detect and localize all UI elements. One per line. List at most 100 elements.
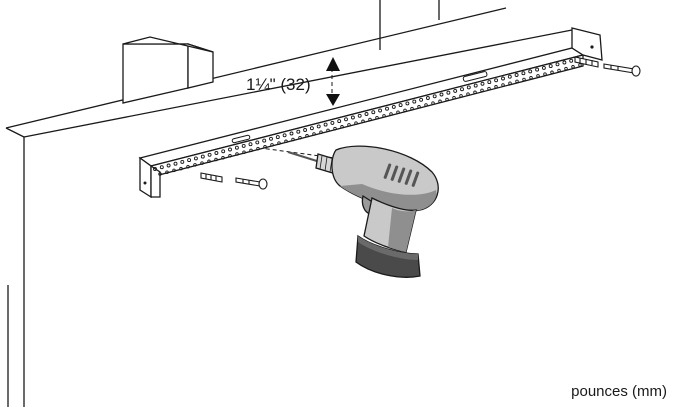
rail-hole [234, 145, 239, 150]
rail-hole [269, 136, 273, 141]
rail-hole [277, 141, 281, 145]
rail-hole [501, 83, 505, 87]
rail-hole [432, 94, 437, 99]
rail-hole [460, 87, 464, 92]
rail-hole [541, 65, 546, 70]
rail-hole [522, 77, 526, 82]
wall-anchor-icon [574, 56, 599, 68]
rail-hole [480, 81, 485, 86]
rail-hole [248, 142, 253, 147]
rail-hole [330, 120, 335, 125]
rail-hole [378, 108, 383, 113]
rail-hole [431, 101, 435, 105]
rail-hole [275, 135, 280, 140]
rail-hole [405, 101, 410, 106]
rail-hole [255, 140, 260, 145]
rail-hole [535, 67, 540, 72]
arrow-up-icon [326, 57, 340, 71]
mounting-rail-icon [138, 27, 603, 199]
screw-icon [603, 63, 641, 77]
rail-hole [221, 149, 226, 154]
rail-hole [446, 90, 451, 95]
rail-hole [262, 138, 267, 143]
rail-hole [562, 60, 567, 65]
rail-hole [256, 146, 260, 151]
rail-hole [452, 95, 456, 100]
rail-hole [480, 88, 484, 93]
dimension-label: 1¼" (32) [246, 75, 311, 94]
rail-hole [207, 152, 212, 157]
units-note: pounces (mm) [571, 383, 667, 400]
wall-anchor-icon [200, 172, 223, 183]
rail-hole [507, 74, 512, 79]
rail-hole [424, 103, 428, 107]
rail-hole [249, 148, 253, 153]
rail-hole [241, 143, 246, 148]
rail-hole [166, 163, 171, 168]
rail-hole [316, 124, 321, 129]
rail-hole [555, 62, 560, 67]
rail-hole [536, 74, 540, 78]
rail-hole [494, 78, 499, 83]
rail-hole [391, 104, 396, 109]
rail-hole [438, 99, 442, 104]
rail-hole [398, 103, 403, 108]
rail-hole [337, 119, 342, 124]
rail-hole [385, 106, 389, 111]
rail-hole [235, 152, 239, 156]
rail-hole [228, 147, 232, 152]
rail-hole [514, 73, 519, 77]
rail-hole [529, 75, 533, 80]
rail-hole [396, 110, 400, 114]
rail-hole [466, 85, 471, 90]
rail-hole [158, 172, 162, 176]
rail-hole [487, 80, 492, 85]
rail-hole [312, 132, 316, 136]
rail-hole [228, 154, 232, 158]
rail-hole [364, 112, 369, 116]
rail-hole [326, 128, 330, 133]
rail-hole [350, 115, 355, 120]
rail-hole [303, 128, 308, 132]
rail-hole [291, 137, 295, 142]
rail-hole [173, 161, 178, 166]
rail-hole [425, 96, 430, 100]
rail-hole [153, 167, 157, 171]
rail-hole [571, 65, 575, 69]
rail-hole [459, 94, 463, 98]
rail-hole [569, 58, 574, 63]
rail-hole [214, 151, 219, 155]
rail-hole [528, 69, 533, 74]
rail-hole [375, 115, 379, 120]
rail-hole [172, 168, 176, 173]
rail-hole [284, 139, 288, 144]
rail-hole [298, 135, 302, 140]
dimension-arrows [326, 57, 340, 106]
rail-hole [578, 63, 582, 67]
rail-hole [221, 155, 225, 160]
rail-hole [371, 110, 376, 115]
rail-hole [487, 86, 491, 91]
rail-hole [466, 92, 470, 96]
screw-icon [235, 177, 268, 190]
rail-hole [333, 126, 337, 131]
rail-hole [550, 70, 554, 75]
rail-hole [193, 156, 198, 161]
rail-hole [412, 99, 417, 104]
rail-hole [445, 97, 449, 102]
rail-hole [214, 157, 218, 162]
rail-hole [165, 170, 169, 174]
rail-hole [187, 158, 192, 163]
rail-hole [263, 145, 267, 149]
rail-hole [501, 76, 505, 81]
rail-hole [357, 113, 362, 118]
rail-hole [159, 165, 164, 170]
rail-hole [508, 81, 512, 85]
rail-hole [180, 159, 185, 164]
rail-hole [305, 134, 309, 138]
rail-hole [207, 159, 211, 164]
rail-hole [340, 125, 344, 129]
rail-hole [270, 143, 274, 147]
rail-hole [417, 105, 421, 109]
